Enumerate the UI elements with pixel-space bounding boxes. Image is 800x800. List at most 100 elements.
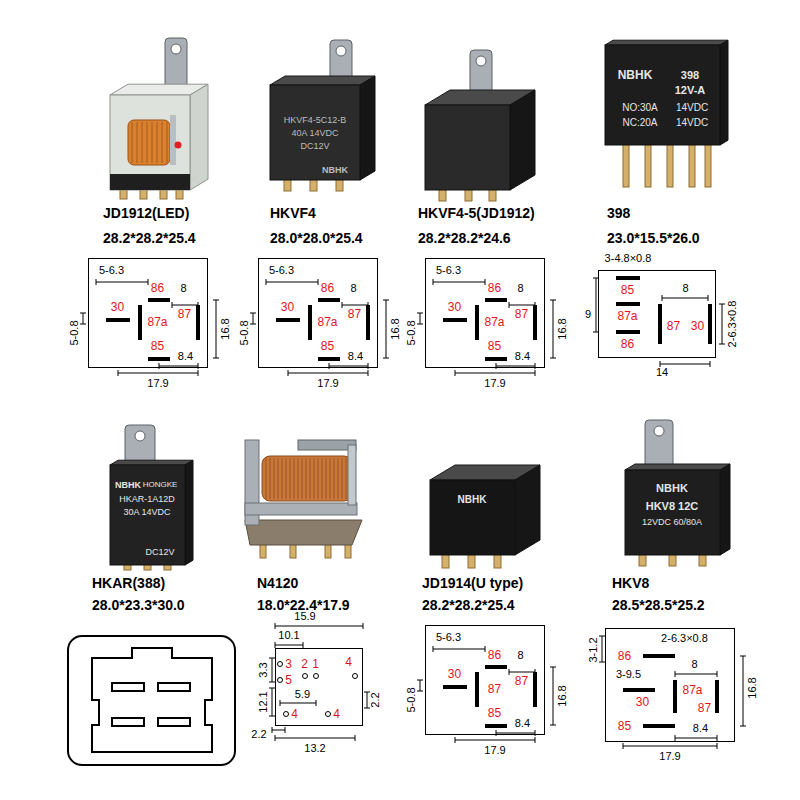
relay-photo — [430, 465, 540, 568]
dimension-tick — [485, 279, 486, 285]
pin-label: 30 — [691, 320, 704, 332]
pin-slot — [308, 305, 312, 340]
pin-slot — [616, 330, 640, 334]
dimension-tick — [708, 295, 709, 301]
coil-winding — [278, 458, 279, 499]
coil-winding — [274, 458, 275, 499]
pin-slot — [616, 302, 640, 306]
dimension-line — [367, 692, 368, 708]
dimension-tick — [717, 735, 718, 741]
product-marking: NBHK — [656, 483, 688, 494]
dimension-label: 13.2 — [304, 743, 325, 754]
pin-slot — [643, 724, 675, 728]
footprint-outline: 5-6.38683087a87858.4 — [88, 258, 208, 368]
dimension-tick — [740, 726, 746, 727]
dimension-label: 8 — [517, 282, 523, 293]
product-title: 28.0*28.0*25.4 — [270, 231, 363, 245]
pin-slot — [318, 357, 340, 361]
dimension-label: 5-6.3 — [99, 264, 124, 275]
pin-label: 87a — [682, 684, 702, 696]
pin-slot — [715, 680, 719, 713]
pin-slot — [485, 665, 507, 669]
pin-slot — [475, 305, 479, 340]
pin-slot — [616, 276, 640, 280]
pin-hole — [303, 674, 308, 679]
dimension-line — [722, 304, 723, 344]
relay-side-face — [515, 465, 540, 555]
dimension-tick — [675, 735, 676, 741]
dimension-label: 3.3 — [258, 662, 269, 677]
pin-slot — [366, 305, 370, 340]
pin-slot — [138, 305, 142, 340]
terminal-pin — [705, 142, 711, 187]
dimension-line — [675, 738, 717, 739]
pin-slot — [485, 357, 507, 361]
dimension-tick — [272, 727, 273, 733]
dimension-label: 5-0.8 — [406, 687, 417, 712]
relay-photo — [110, 425, 193, 570]
dimension-tick — [275, 623, 276, 629]
product-title: HKVF4 — [270, 206, 316, 220]
pin-label: 87 — [515, 675, 528, 687]
relay-front-face — [110, 95, 190, 190]
product-marking: 14VDC — [676, 118, 708, 128]
dimension-line — [509, 305, 535, 306]
product-marking: HKVF4-5C12-B — [284, 116, 347, 125]
relay-top-face — [625, 464, 730, 470]
dimension-label: 2-6.3×0.8 — [727, 301, 738, 348]
dimension-tick — [710, 361, 711, 367]
dimension-label: 3-1.2 — [588, 637, 599, 662]
product-title: JD1912(LED) — [103, 206, 189, 220]
coil-winding — [266, 458, 267, 499]
dimension-line — [275, 626, 363, 627]
dimension-tick — [80, 313, 86, 314]
pin-slot — [443, 318, 467, 322]
connector-housing — [68, 636, 235, 765]
product-title: HKAR(388) — [92, 576, 165, 590]
product-marking: 30A 14VDC — [123, 508, 170, 517]
dimension-tick — [417, 680, 423, 681]
dimension-label: 5-0.8 — [406, 320, 417, 345]
pin-label: 87 — [178, 308, 191, 320]
pin-slot — [658, 304, 662, 344]
pin-slot — [196, 305, 200, 340]
pin-label: 2 — [301, 658, 308, 670]
dimension-label: 17.9 — [484, 745, 505, 756]
coil-winding — [162, 122, 163, 163]
dimension-label: 12.1 — [258, 691, 269, 712]
product-marking: HONGKE — [143, 481, 178, 489]
product-title: 28.0*23.3*30.0 — [92, 598, 185, 612]
pin-slot — [318, 298, 340, 302]
relay-photo — [110, 38, 208, 199]
pin-label: 86 — [488, 649, 501, 661]
coil-winding — [302, 458, 303, 499]
pin-label: 5 — [285, 674, 292, 686]
dimension-label: 8.4 — [693, 722, 708, 733]
coil-winding — [152, 122, 153, 163]
pin-label: 87 — [667, 320, 680, 332]
dimension-line — [275, 645, 303, 646]
pin-slot — [533, 305, 537, 340]
product-marking: 12V-A — [675, 85, 706, 96]
terminal-slot — [158, 718, 190, 726]
dimension-tick — [550, 667, 556, 668]
product-marking: NBHK — [618, 69, 653, 81]
dimension-tick — [383, 300, 389, 301]
product-marking: NO:30A — [622, 103, 658, 113]
dimension-tick — [368, 302, 369, 308]
coil-winding — [270, 458, 271, 499]
dimension-line — [602, 636, 603, 662]
dimension-line — [623, 746, 717, 747]
relay-front-face — [425, 105, 510, 190]
pin-slot — [276, 318, 300, 322]
pin-label: 85 — [151, 340, 164, 352]
dimension-line — [272, 658, 273, 682]
relay-side-face — [190, 84, 208, 190]
dimension-label: 5-6.3 — [436, 264, 461, 275]
dimension-line — [433, 649, 485, 650]
product-title: 398 — [607, 206, 630, 220]
armature — [298, 440, 356, 450]
coil-winding — [286, 458, 287, 499]
dimension-tick — [213, 300, 219, 301]
